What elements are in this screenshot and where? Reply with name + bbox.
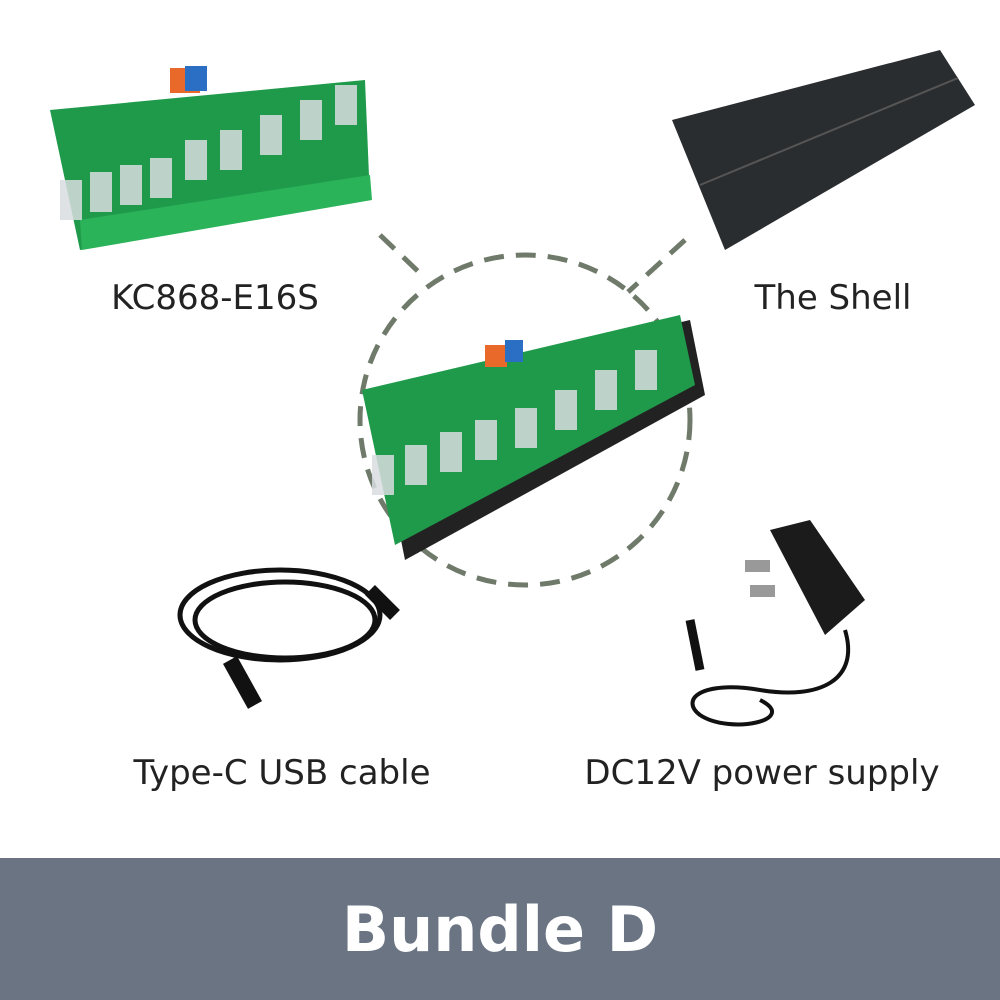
item-label-board: KC868-E16S: [111, 278, 319, 318]
usb-cable-image: [177, 567, 400, 709]
bundle-title: Bundle D: [341, 892, 659, 966]
assembled-board-image: [362, 315, 705, 560]
kc868-board-image: [50, 66, 372, 250]
power-adapter-image: [685, 520, 865, 727]
item-label-power-supply: DC12V power supply: [584, 753, 940, 793]
shell-image: [672, 50, 975, 250]
item-label-usb-cable: Type-C USB cable: [133, 753, 431, 793]
bundle-banner: Bundle D: [0, 858, 1000, 1000]
dashed-connectors: [357, 233, 693, 588]
item-label-shell: The Shell: [754, 278, 912, 318]
bundle-illustration: [50, 50, 975, 727]
